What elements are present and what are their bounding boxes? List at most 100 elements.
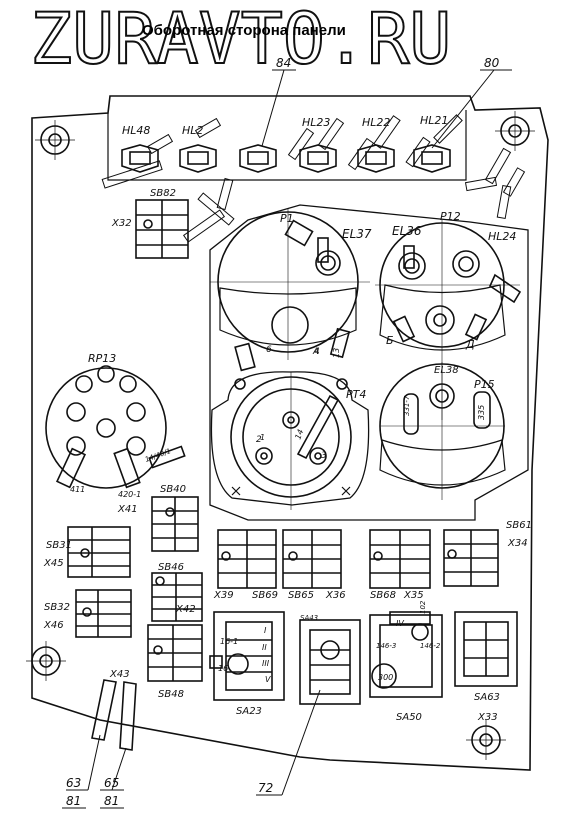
c81b-label: 81 bbox=[104, 794, 119, 808]
sb69-label: SB69 bbox=[252, 590, 278, 601]
w300-label: 300 bbox=[378, 673, 393, 682]
x33-label: X33 bbox=[477, 712, 498, 723]
sb40-label: SB40 bbox=[160, 484, 186, 495]
x45-label: X45 bbox=[43, 558, 64, 569]
w13-label: 13 bbox=[332, 348, 341, 358]
mount-hole-tr bbox=[495, 111, 535, 151]
el37-label: EL37 bbox=[342, 227, 372, 241]
hl21-label: HL21 bbox=[420, 114, 448, 127]
rotary-switch-sa23 bbox=[209, 611, 285, 701]
gauge-pt4 bbox=[210, 371, 370, 510]
hl48-label: HL48 bbox=[122, 124, 150, 137]
x41-label: X41 bbox=[117, 504, 138, 515]
c80-label: 80 bbox=[484, 56, 500, 70]
pt4-label: PT4 bbox=[346, 388, 366, 401]
p15-label: P15 bbox=[474, 378, 495, 391]
rotary-switch-sa43 bbox=[299, 619, 361, 705]
mount-hole-bl bbox=[26, 641, 66, 681]
el36-label: EL36 bbox=[392, 224, 422, 238]
x35-label: X35 bbox=[403, 590, 424, 601]
tIV-label: IV bbox=[396, 619, 404, 628]
gauge-housing bbox=[209, 204, 529, 521]
switch-block-sb82 bbox=[135, 199, 189, 259]
sb31-label: SB31 bbox=[46, 540, 72, 551]
sb46-label: SB46 bbox=[158, 562, 184, 573]
switch-block-sb61 bbox=[443, 529, 499, 587]
sb82-label: SB82 bbox=[150, 188, 176, 199]
x43-label: X43 bbox=[109, 669, 130, 680]
w2-label: 2 bbox=[256, 435, 262, 445]
c72-label: 72 bbox=[258, 781, 273, 795]
gauge-p1 bbox=[210, 208, 370, 372]
page-title: Оборотная сторона панели bbox=[142, 22, 346, 39]
socket-rp13 bbox=[45, 365, 186, 489]
hl24-label: HL24 bbox=[488, 230, 516, 243]
sb65-label: SB65 bbox=[288, 590, 314, 601]
lamp-holder-84 bbox=[239, 144, 277, 173]
sa23-label: SA23 bbox=[236, 706, 262, 717]
x46-label: X46 bbox=[43, 620, 64, 631]
w1462-label: 146-2 bbox=[420, 642, 441, 650]
gauge-p15 bbox=[379, 362, 506, 500]
tII-label: II bbox=[262, 643, 267, 652]
switch-block-sb48 bbox=[147, 624, 203, 682]
switch-block-sb31 bbox=[67, 526, 131, 578]
x42-label: X42 bbox=[175, 604, 196, 615]
site-watermark: ZURAVTO.RU bbox=[29, 0, 452, 80]
x34-label: X34 bbox=[507, 538, 528, 549]
rp13-label: RP13 bbox=[88, 352, 116, 365]
w3317-label: 331-7 bbox=[403, 395, 411, 416]
switch-block-sb68 bbox=[369, 529, 431, 589]
tD-label: Д bbox=[465, 338, 475, 351]
switch-block-sb65 bbox=[282, 529, 342, 589]
c81a-label: 81 bbox=[66, 794, 81, 808]
x32-label: X32 bbox=[111, 218, 132, 229]
hl2-label: HL2 bbox=[182, 124, 203, 137]
w4201-label: 420-1 bbox=[118, 490, 141, 499]
mount-hole-br bbox=[466, 720, 506, 760]
switch-block-sa63 bbox=[454, 611, 518, 687]
w335-label: 335 bbox=[477, 405, 486, 420]
mount-hole-tl bbox=[35, 120, 75, 160]
sb32-label: SB32 bbox=[44, 602, 70, 613]
w6-label: 6 bbox=[266, 345, 272, 355]
harness-x43 bbox=[91, 679, 137, 751]
w3-label: 3 bbox=[321, 451, 327, 461]
sa50-label: SA50 bbox=[396, 712, 422, 723]
w161-label: 16-1 bbox=[220, 637, 238, 646]
sb68-label: SB68 bbox=[370, 590, 396, 601]
w16-label: 16 bbox=[218, 664, 228, 673]
x36-label: X36 bbox=[325, 590, 346, 601]
switch-block-sb69 bbox=[217, 529, 277, 589]
c65-label: 65 bbox=[104, 776, 119, 790]
tB-label: Б bbox=[386, 334, 394, 347]
sa63-label: SA63 bbox=[474, 692, 500, 703]
switch-block-sb32 bbox=[75, 589, 132, 638]
gauge-p12 bbox=[375, 220, 522, 420]
lamp-holder-hl23 bbox=[299, 144, 337, 173]
lamp-holder-hl2 bbox=[179, 144, 217, 173]
tI-label: I bbox=[264, 626, 267, 635]
x39-label: X39 bbox=[213, 590, 234, 601]
rotary-switch-sa50 bbox=[369, 611, 443, 698]
hl23-label: HL23 bbox=[302, 116, 330, 129]
switch-block-sb40 bbox=[151, 496, 199, 552]
p1-label: P1 bbox=[280, 212, 294, 225]
tV-label: V bbox=[265, 675, 271, 684]
tA-label: A bbox=[312, 347, 319, 357]
w4-label: 4 bbox=[314, 347, 320, 357]
lamp-holder-hl21 bbox=[413, 144, 451, 173]
lamp-holder-hl48 bbox=[121, 144, 159, 173]
w1-label: 1 bbox=[260, 433, 265, 442]
el38-label: EL38 bbox=[434, 365, 459, 376]
w102-label: 102 bbox=[419, 600, 427, 614]
hl22-label: HL22 bbox=[362, 116, 390, 129]
tIII-label: III bbox=[262, 659, 270, 668]
p12-label: P12 bbox=[440, 210, 461, 223]
w1463-label: 146-3 bbox=[376, 642, 396, 650]
c63-label: 63 bbox=[66, 776, 81, 790]
sb61-label: SB61 bbox=[506, 520, 532, 531]
w411-label: 411 bbox=[70, 485, 85, 494]
